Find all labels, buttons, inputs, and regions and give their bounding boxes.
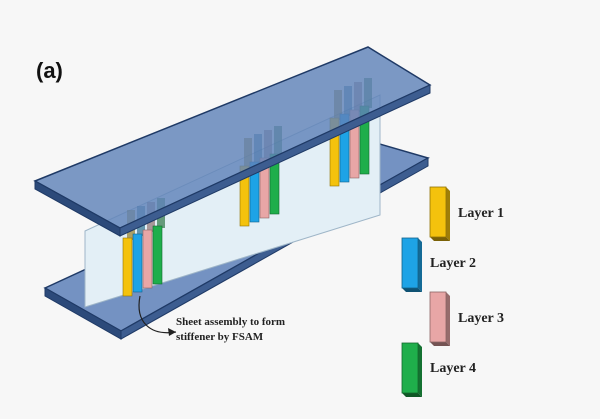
legend-swatch-layer-1 <box>429 186 450 241</box>
legend-swatch-layer-4 <box>401 342 422 397</box>
legend-label-layer-2: Layer 2 <box>430 256 477 271</box>
legend <box>401 186 450 397</box>
legend-swatch-layer-3 <box>429 291 450 346</box>
top-flange-side-edge <box>119 84 431 237</box>
legend-label-layer-1: Layer 1 <box>458 206 505 221</box>
stiffener-sheet-layer-3 <box>142 229 153 289</box>
annotation-arrowhead <box>168 328 176 336</box>
annotation-line-1: Sheet assembly to form <box>176 316 286 328</box>
stiffener-sheet-layer-4 <box>152 225 163 285</box>
legend-label-layer-3: Layer 3 <box>458 311 505 326</box>
top-flange <box>33 46 432 237</box>
legend-swatch-layer-2 <box>401 237 422 292</box>
stiffener-sheet-layer-2 <box>132 233 143 293</box>
panel-label: (a) <box>36 58 63 83</box>
stiffener-annotation: Sheet assembly to form stiffener by FSAM <box>176 315 285 345</box>
annotation-line-2: stiffener by FSAM <box>176 331 264 343</box>
stiffener-sheet-layer-1 <box>122 237 133 297</box>
legend-label-layer-4: Layer 4 <box>430 361 477 376</box>
